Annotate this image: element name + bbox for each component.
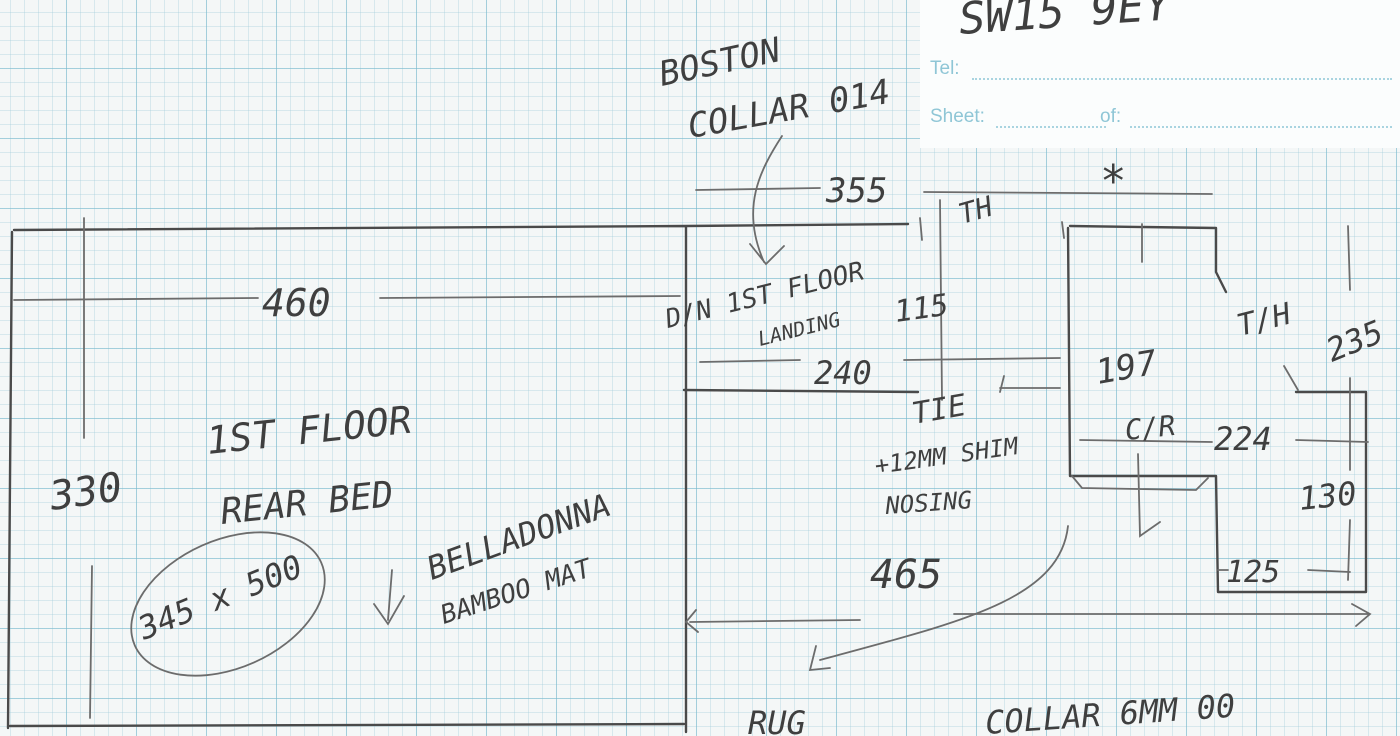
note-bottom-right: COLLAR 6MM 00 (984, 687, 1236, 736)
note-bottom-left: RUG (748, 704, 806, 736)
note-115: 115 (892, 288, 951, 330)
note-345x500: 345 x 500 (132, 547, 308, 648)
note-landing: LANDING (755, 307, 843, 351)
tel-line (972, 78, 1392, 80)
note-shim: +12MM SHIM (873, 432, 1022, 480)
dim-line-355 (695, 187, 1213, 195)
note-boston: BOSTON (656, 30, 785, 95)
boston-arrow (749, 135, 785, 266)
note-235: 235 (1321, 313, 1389, 370)
dim-line-460 (13, 295, 681, 301)
note-postcode: SW15 9EY (957, 0, 1174, 45)
header-panel: Tel: Sheet: of: (920, 0, 1400, 148)
note-cr: C/R (1123, 409, 1177, 447)
dim-line-125 (1217, 569, 1351, 573)
dim-line-330 (83, 217, 93, 719)
sheet-label: Sheet: (930, 106, 985, 127)
note-224: 224 (1214, 420, 1272, 458)
note-th-right: T/H (1233, 296, 1295, 343)
note-nosing: NOSING (883, 486, 972, 520)
room-outline (6, 222, 910, 734)
nosing-detail (1071, 453, 1209, 538)
dim-line-465 (684, 603, 1372, 633)
nosing-arrow (808, 525, 1069, 672)
landing-outline (682, 224, 1368, 594)
note-460: 460 (262, 281, 331, 325)
note-330: 330 (46, 464, 125, 520)
mat-arrow (373, 569, 405, 626)
note-room-name-2: REAR BED (219, 474, 396, 533)
note-355: 355 (825, 171, 887, 211)
of-label: of: (1100, 106, 1122, 127)
marker-ticks (919, 199, 1351, 401)
sheet-line (996, 126, 1106, 128)
note-240: 240 (814, 354, 872, 392)
note-465: 465 (870, 552, 942, 598)
note-130: 130 (1297, 474, 1358, 518)
dim-line-224 (1079, 439, 1369, 443)
note-197: 197 (1093, 343, 1161, 393)
note-asterisk: * (1100, 156, 1127, 207)
tel-label: Tel: (930, 58, 960, 79)
note-125: 125 (1226, 555, 1280, 590)
of-line (1130, 126, 1392, 128)
dim-line-130 (1347, 377, 1351, 581)
size-ellipse (130, 531, 326, 677)
note-tie: TIE (909, 388, 968, 432)
note-th-top: TH (955, 190, 997, 231)
note-room-name-1: 1ST FLOOR (204, 398, 413, 463)
dim-line-240 (699, 357, 1061, 363)
